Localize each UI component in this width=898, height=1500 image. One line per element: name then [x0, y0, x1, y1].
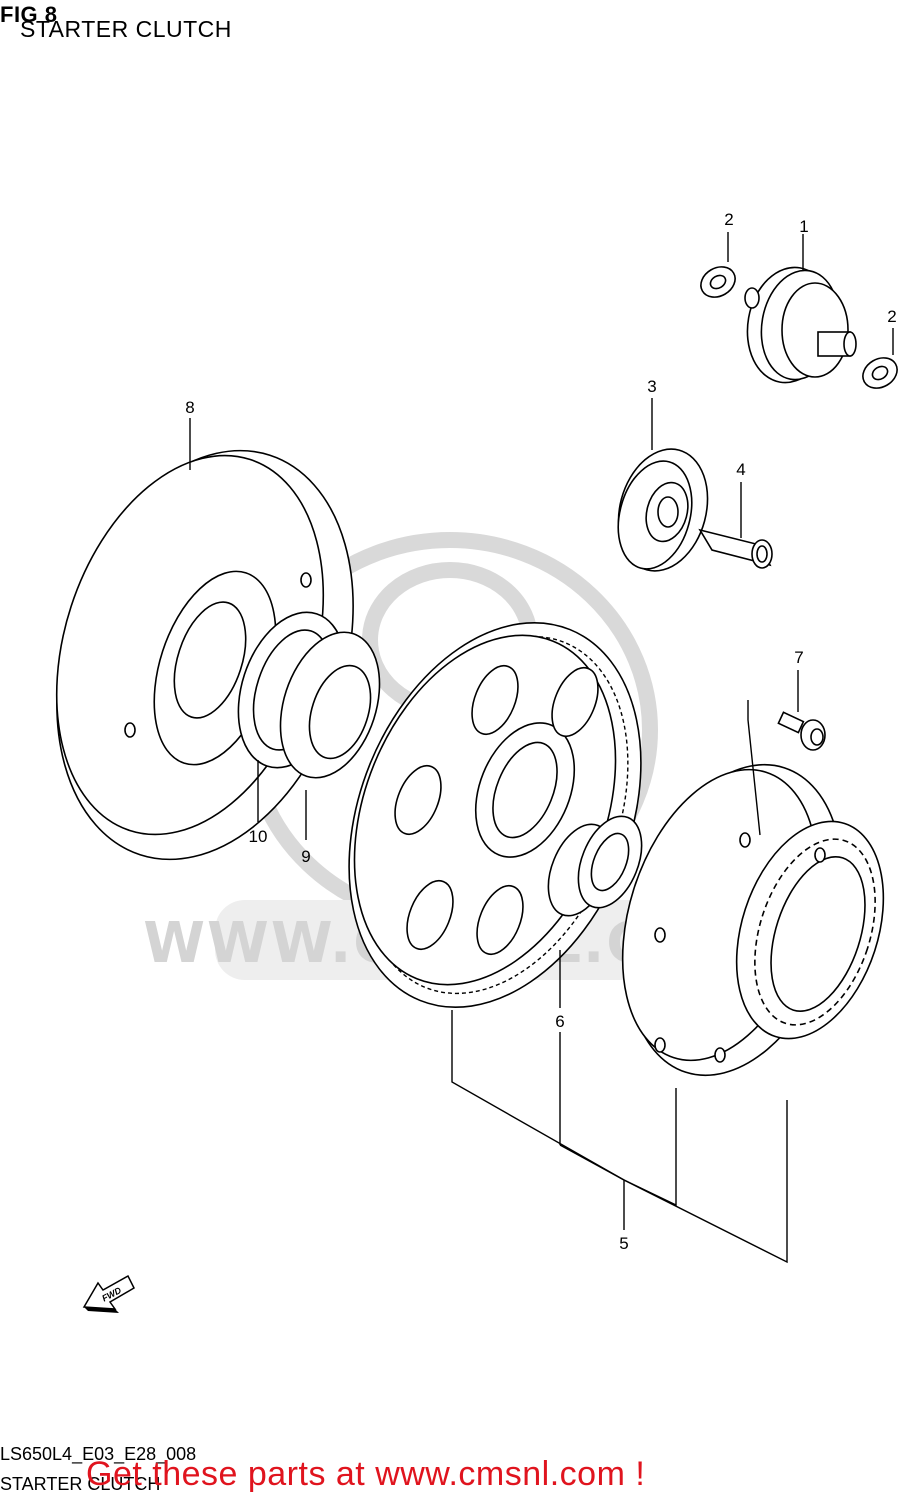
drawing-code: LS650L4_E03_E28_008 — [0, 1444, 197, 1464]
callout-4: 4 — [736, 460, 745, 479]
callout-5: 5 — [619, 1234, 628, 1253]
callout-2b: 2 — [887, 307, 896, 326]
callout-6: 6 — [555, 1012, 564, 1031]
promo-link[interactable]: Get these parts at www.cmsnl.com ! — [86, 1455, 646, 1493]
part-2-washer-a — [700, 266, 736, 298]
part-1-idle-gear — [744, 266, 857, 384]
leader-lines — [189, 232, 894, 1264]
callout-3: 3 — [647, 377, 656, 396]
part-3-idle-gear — [617, 448, 709, 572]
callout-8: 8 — [185, 398, 194, 417]
callout-2a: 2 — [724, 210, 733, 229]
needle-bearing — [547, 815, 643, 917]
callout-1: 1 — [799, 217, 808, 236]
callout-7: 7 — [794, 648, 803, 667]
figure-title: STARTER CLUTCH — [20, 16, 232, 42]
part-2-washer-b — [862, 357, 898, 389]
part-4-shaft — [698, 528, 773, 569]
fwd-arrow-icon: FWD — [82, 1274, 135, 1313]
part-9-bearing — [279, 631, 381, 779]
callout-labels: 2 1 2 3 4 8 7 10 9 6 5 — [185, 210, 896, 1253]
callout-10: 10 — [249, 827, 268, 846]
callout-9: 9 — [301, 847, 310, 866]
part-7-bolt — [777, 711, 826, 751]
footer-title: STARTER CLUTCH — [0, 1474, 161, 1494]
part-5-one-way-clutch — [621, 763, 885, 1077]
figure-number: FIG 8 — [0, 2, 58, 27]
